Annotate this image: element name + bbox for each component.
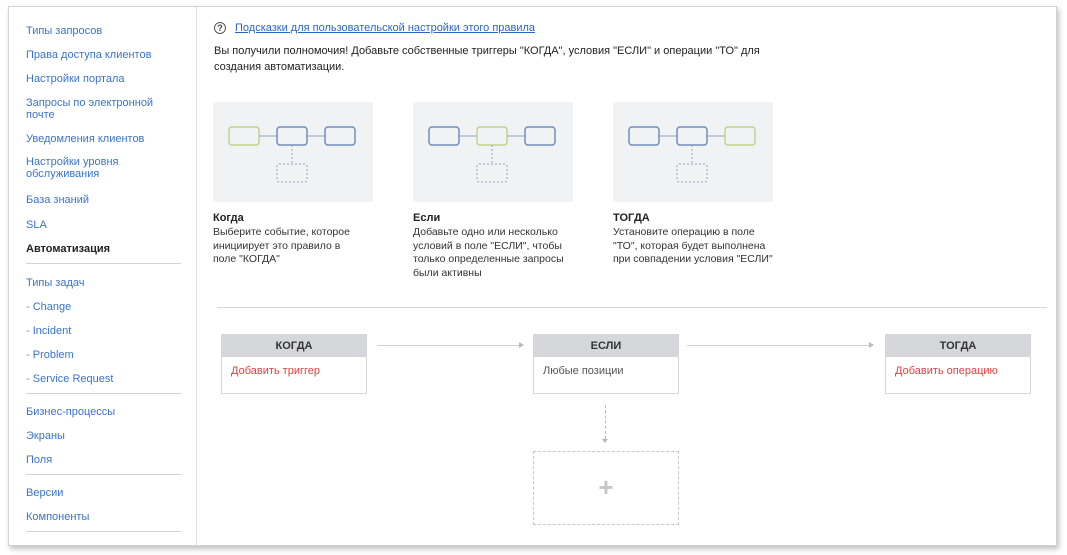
then-header: ТОГДА — [886, 335, 1030, 357]
intro-text: Вы получили полномочия! Добавьте собстве… — [214, 45, 760, 73]
when-header: КОГДА — [222, 335, 366, 357]
add-trigger-link[interactable]: Добавить триггер — [231, 365, 320, 377]
then-illustration — [613, 102, 773, 202]
sidebar-item-incident[interactable]: Incident — [26, 325, 186, 337]
question-circle-icon: ? — [214, 22, 226, 34]
sidebar-item-problem[interactable]: Problem — [26, 349, 186, 361]
add-action-link[interactable]: Добавить операцию — [895, 365, 998, 377]
help-link[interactable]: Подсказки для пользовательской настройки… — [235, 22, 536, 34]
add-condition-button[interactable]: + — [533, 451, 679, 525]
then-card-title: ТОГДА — [613, 212, 650, 224]
sidebar-item-knowledge-base[interactable]: База знаний — [26, 194, 90, 206]
sidebar-item-automation[interactable]: Автоматизация — [26, 243, 111, 255]
sidebar-divider — [26, 531, 181, 532]
sidebar-item-service-request[interactable]: Service Request — [26, 373, 186, 385]
sidebar-item-customer-notifications[interactable]: Уведомления клиентов — [26, 133, 145, 145]
sidebar-item-change[interactable]: Change — [26, 301, 186, 313]
sidebar-item-label: Problem — [32, 349, 74, 361]
if-header: ЕСЛИ — [534, 335, 678, 357]
arrow-down-icon — [602, 439, 608, 443]
then-box: ТОГДА Добавить операцию — [885, 334, 1031, 394]
flow-connector-down — [605, 405, 606, 439]
if-box[interactable]: ЕСЛИ Любые позиции — [533, 334, 679, 394]
if-illustration — [413, 102, 573, 202]
sidebar-item-workflows[interactable]: Бизнес-процессы — [26, 406, 116, 418]
sidebar-item-fields[interactable]: Поля — [26, 454, 53, 466]
sidebar-item-label: Change — [32, 301, 72, 313]
sidebar-item-label: Service Request — [32, 373, 114, 385]
when-card-description: Выберите событие, которое инициирует это… — [213, 226, 350, 265]
sidebar-item-label: Incident — [32, 325, 72, 337]
sidebar-item-request-types[interactable]: Типы запросов — [26, 25, 103, 37]
sidebar-item-issue-types[interactable]: Типы задач — [26, 277, 85, 289]
sidebar-item-portal-settings[interactable]: Настройки портала — [26, 73, 125, 85]
sidebar-item-sla[interactable]: SLA — [26, 219, 47, 231]
when-box: КОГДА Добавить триггер — [221, 334, 367, 394]
section-divider — [217, 307, 1047, 308]
sidebar-item-components[interactable]: Компоненты — [26, 511, 90, 523]
if-card-title: Если — [413, 212, 441, 224]
if-card-description: Добавьте одно или несколько условий в по… — [413, 226, 564, 279]
sidebar-item-service-level-settings[interactable]: Настройки уровня обслуживания — [26, 156, 119, 180]
sidebar-item-versions[interactable]: Версии — [26, 487, 64, 499]
flow-arrow-when-if — [377, 342, 524, 348]
when-card-title: Когда — [213, 212, 244, 224]
sidebar-item-customer-permissions[interactable]: Права доступа клиентов — [26, 49, 152, 61]
plus-icon: + — [598, 471, 614, 502]
when-illustration — [213, 102, 373, 202]
then-card-description: Установите операцию в поле "ТО", которая… — [613, 226, 773, 265]
app-frame: Типы запросов Права доступа клиентов Нас… — [8, 6, 1057, 546]
sidebar-item-email-requests[interactable]: Запросы по электронной почте — [26, 97, 154, 121]
main-content: ? Подсказки для пользовательской настрой… — [207, 7, 1056, 545]
sidebar-divider — [26, 474, 181, 475]
flow-arrow-if-then — [687, 342, 874, 348]
if-condition-value[interactable]: Любые позиции — [543, 365, 624, 377]
sidebar-divider — [26, 393, 181, 394]
sidebar-item-screens[interactable]: Экраны — [26, 430, 65, 442]
sidebar: Типы запросов Права доступа клиентов Нас… — [9, 7, 197, 545]
help-row: ? Подсказки для пользовательской настрой… — [214, 22, 535, 34]
sidebar-divider — [26, 263, 181, 264]
